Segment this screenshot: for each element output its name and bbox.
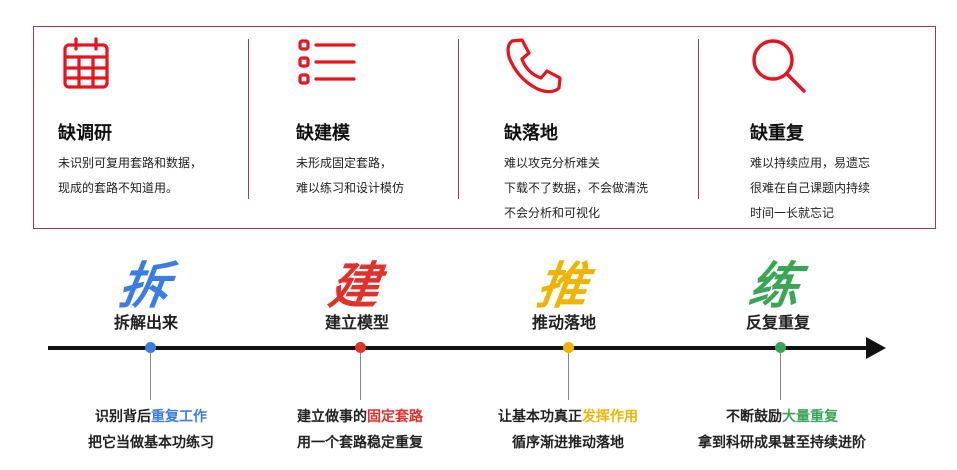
timeline-dot bbox=[563, 342, 574, 353]
panel-divider bbox=[458, 39, 459, 199]
stage-char-practice: 练 bbox=[745, 257, 804, 315]
timeline-dot bbox=[355, 342, 366, 353]
problem-description: 未识别可复用套路和数据， 现成的套路不知道用。 bbox=[58, 156, 203, 195]
timeline-stem bbox=[360, 353, 361, 400]
calendar-icon bbox=[62, 37, 110, 95]
problem-description: 难以持续应用，易遗忘 很难在自己课题内持续 时间一长就忘记 bbox=[750, 156, 871, 220]
timeline-stem bbox=[780, 353, 781, 400]
panel-divider bbox=[698, 39, 699, 199]
search-icon bbox=[750, 37, 808, 99]
stage-description: 建立做事的固定套路 用一个套路稳定重复 bbox=[297, 409, 423, 451]
list-icon bbox=[298, 37, 356, 91]
timeline-dot bbox=[145, 342, 156, 353]
phone-icon bbox=[504, 37, 564, 99]
problem-title: 缺落地 bbox=[504, 123, 558, 144]
problems-panel: 缺调研 未识别可复用套路和数据， 现成的套路不知道用。 缺建模 未形成固定套路， bbox=[33, 26, 936, 229]
stage-label: 拆解出来 bbox=[114, 313, 179, 332]
timeline-arrow-icon bbox=[866, 337, 886, 359]
problem-title: 缺重复 bbox=[750, 123, 804, 144]
problem-description: 未形成固定套路， 难以练习和设计模仿 bbox=[296, 156, 405, 195]
timeline-stem bbox=[568, 353, 569, 400]
timeline-dot bbox=[775, 342, 786, 353]
timeline-axis bbox=[48, 346, 868, 350]
problem-title: 缺调研 bbox=[58, 123, 112, 144]
stage-description: 不断鼓励大量重复 拿到科研成果甚至持续进阶 bbox=[698, 409, 866, 451]
stage-label: 推动落地 bbox=[532, 313, 597, 332]
timeline-stem bbox=[150, 353, 151, 400]
problem-description: 难以攻克分析难关 下载不了数据，不会做清洗 不会分析和可视化 bbox=[504, 156, 649, 220]
stage-char-dismantle: 拆 bbox=[115, 257, 174, 315]
stage-char-push: 推 bbox=[533, 257, 592, 315]
stage-label: 反复重复 bbox=[746, 313, 811, 332]
panel-divider bbox=[248, 39, 249, 199]
stage-description: 识别背后重复工作 把它当做基本功练习 bbox=[88, 409, 214, 451]
problem-title: 缺建模 bbox=[296, 123, 350, 144]
stage-description: 让基本功真正发挥作用 循序渐进推动落地 bbox=[498, 409, 638, 451]
stage-label: 建立模型 bbox=[325, 313, 390, 332]
stage-char-build: 建 bbox=[325, 257, 384, 315]
